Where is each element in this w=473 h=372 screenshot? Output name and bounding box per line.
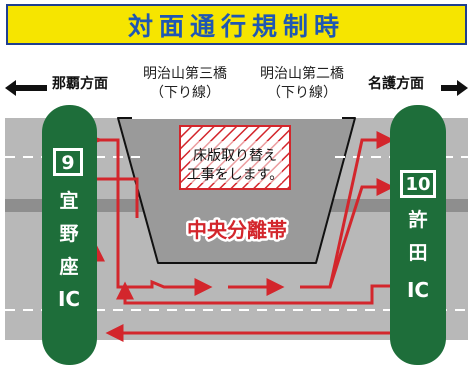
bridge-label-right: 明治山第二橋 （下り線） xyxy=(260,65,344,103)
ic-left-number: 9 xyxy=(61,152,74,174)
median-label-outline: 中央分離帯 xyxy=(187,218,287,242)
title-banner: 対面通行規制時 xyxy=(6,4,467,45)
flow-arrow-return-upper xyxy=(116,281,396,305)
bridge-right-name: 明治山第二橋 xyxy=(260,66,344,82)
flow-arrow-lane1 xyxy=(96,138,213,296)
direction-right-label: 名護方面 xyxy=(368,76,424,92)
arrow-left-icon xyxy=(5,80,47,96)
ic-sign-right xyxy=(390,105,446,365)
direction-left-label: 那覇方面 xyxy=(52,76,108,92)
ic-left-name-1: 宜 xyxy=(59,189,78,212)
page-title: 対面通行規制時 xyxy=(127,11,345,41)
ic-right-number: 10 xyxy=(405,174,430,195)
arrow-right-icon xyxy=(441,80,468,96)
median-label: 中央分離帯 xyxy=(187,218,287,242)
bridge-label-left: 明治山第三橋 （下り線） xyxy=(143,65,227,103)
ic-left-name-3: 座 xyxy=(59,255,78,278)
work-zone-line1: 床版取り替え xyxy=(193,148,277,164)
work-zone-line2: 工事をします。 xyxy=(187,167,284,183)
work-zone-text-backdrop xyxy=(190,141,282,183)
flow-arrow-diagonal-upper xyxy=(300,131,395,289)
bridge-left-name: 明治山第三橋 xyxy=(143,66,227,82)
ic-left-name-4: IC xyxy=(58,287,80,311)
ic-right-name-3: IC xyxy=(407,278,429,302)
ic-left-name-2: 野 xyxy=(59,223,78,245)
bridge-right-sub: （下り線） xyxy=(267,85,337,101)
bridge-left-sub: （下り線） xyxy=(150,85,220,101)
flow-arrow-start-left xyxy=(95,137,105,143)
flow-arrow-lane2-down xyxy=(96,177,139,218)
ic-right-name-2: 田 xyxy=(408,242,427,264)
ic-left-number-inner xyxy=(56,151,80,173)
flow-arrow-diagonal-lower xyxy=(328,178,395,288)
ic-right-name-1: 許 xyxy=(408,208,427,231)
ic-right-number-inner xyxy=(403,173,433,195)
